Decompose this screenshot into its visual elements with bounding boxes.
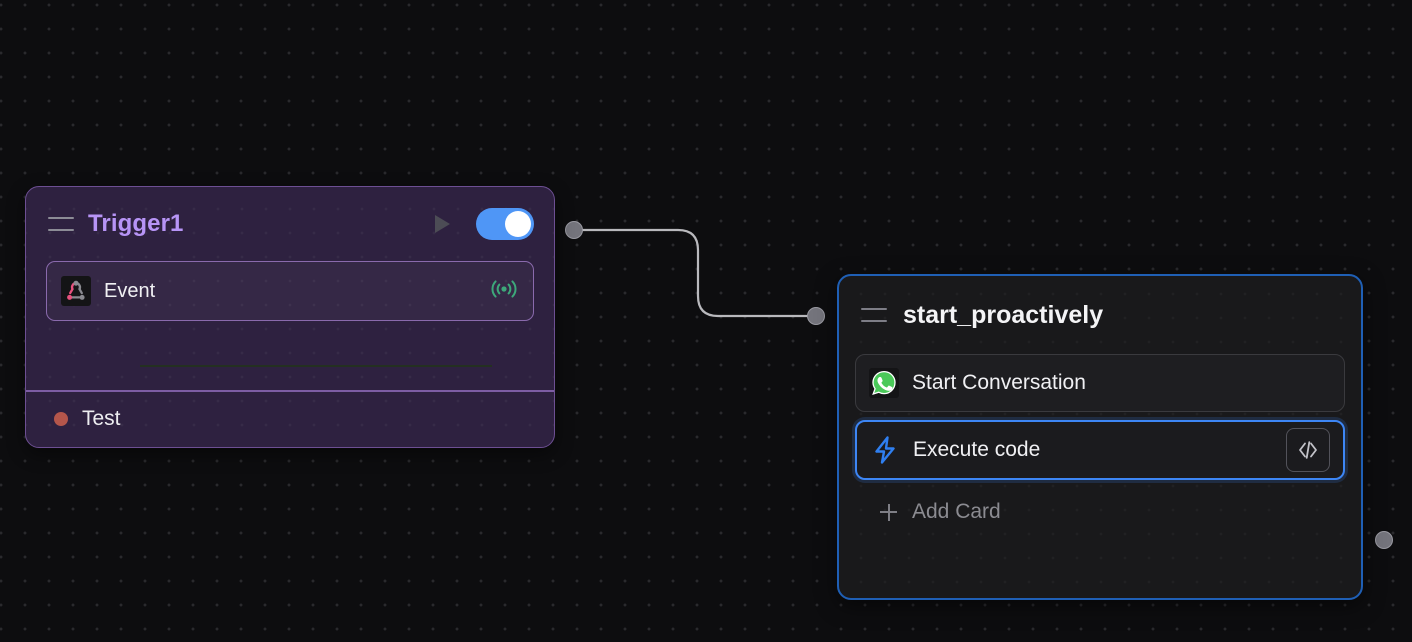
trigger1-header: Trigger1 xyxy=(26,187,554,261)
node-start-proactively[interactable]: start_proactively Start Conversation Exe… xyxy=(837,274,1363,600)
edge-trigger1-to-start-proactively xyxy=(572,228,818,318)
drag-handle-icon[interactable] xyxy=(861,308,887,322)
broadcast-signal-icon xyxy=(489,277,519,306)
whatsapp-icon xyxy=(869,368,899,398)
enable-toggle[interactable] xyxy=(476,208,534,240)
toggle-knob xyxy=(505,211,531,237)
card-label-execute-code: Execute code xyxy=(913,438,1041,461)
add-card-button[interactable]: Add Card xyxy=(855,490,1345,534)
trigger1-output-handle[interactable] xyxy=(565,221,583,239)
start-proactively-header: start_proactively xyxy=(839,276,1361,354)
status-badge xyxy=(54,412,68,426)
add-card-label: Add Card xyxy=(912,500,1001,523)
webhook-icon xyxy=(61,276,91,306)
drag-handle-icon[interactable] xyxy=(48,217,74,231)
card-label-event: Event xyxy=(104,279,156,302)
start-proactively-input-handle[interactable] xyxy=(807,307,825,325)
play-icon[interactable] xyxy=(435,215,450,233)
node-title-start-proactively: start_proactively xyxy=(903,300,1104,329)
footer-divider xyxy=(26,390,554,392)
card-start-conversation[interactable]: Start Conversation xyxy=(855,354,1345,412)
trigger1-footer[interactable]: Test xyxy=(26,391,554,447)
card-event[interactable]: Event xyxy=(46,261,534,321)
plus-icon xyxy=(880,503,897,521)
code-brackets-icon[interactable] xyxy=(1286,428,1330,472)
node-title-trigger1: Trigger1 xyxy=(88,210,184,237)
lightning-bolt-icon xyxy=(870,435,900,465)
card-execute-code[interactable]: Execute code xyxy=(855,420,1345,480)
node-trigger1[interactable]: Trigger1 Event xyxy=(25,186,555,448)
inline-divider xyxy=(140,365,492,367)
start-proactively-output-handle[interactable] xyxy=(1375,531,1393,549)
footer-label-test: Test xyxy=(82,407,121,430)
card-label-start-conversation: Start Conversation xyxy=(912,371,1086,394)
